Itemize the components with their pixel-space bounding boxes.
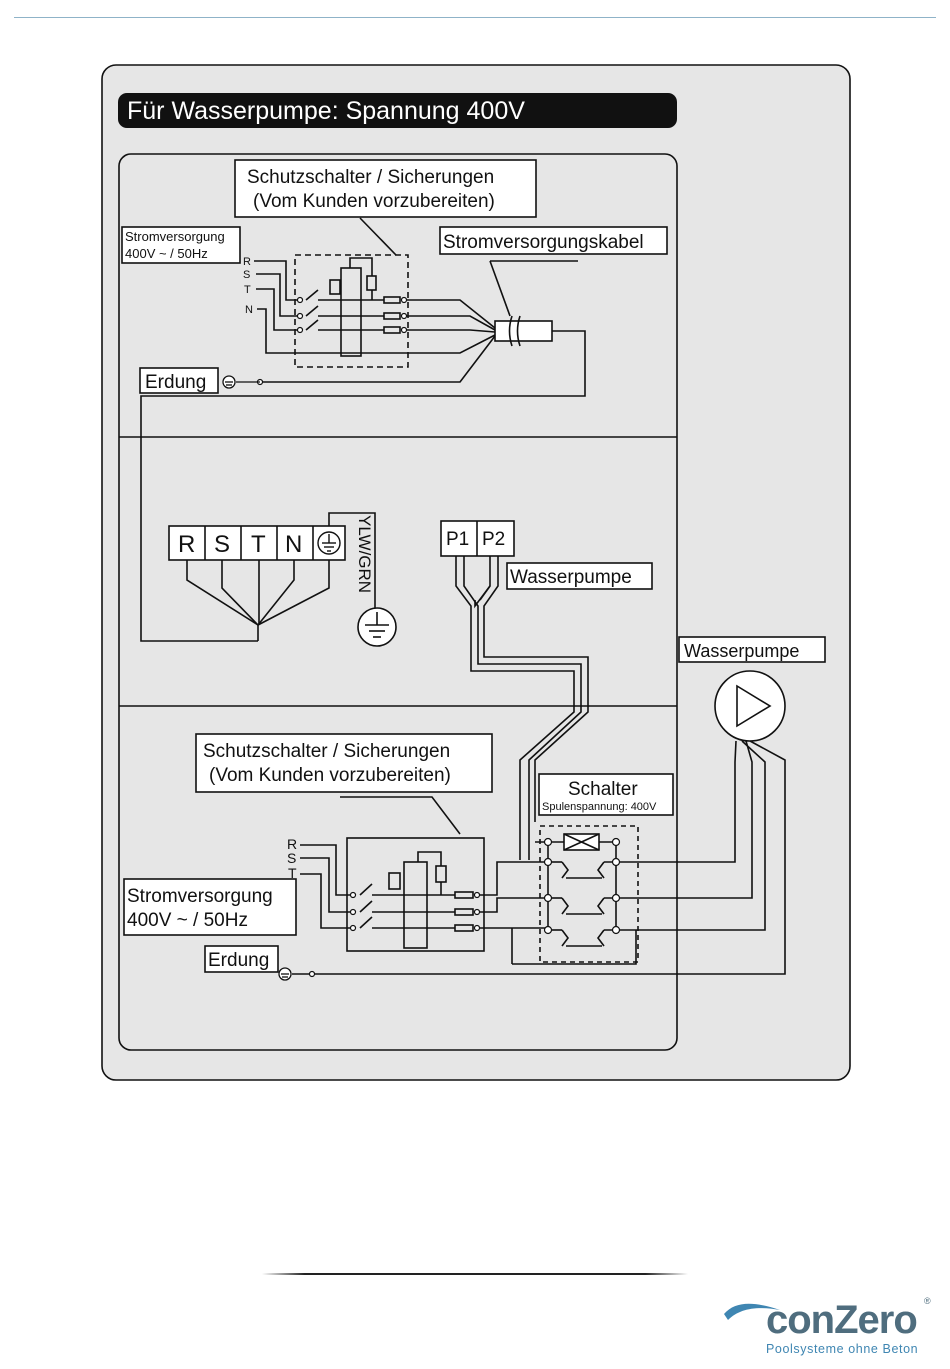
pump-terminal-p1: P1 xyxy=(446,529,469,550)
cable-label-box xyxy=(439,226,668,255)
footer-rule xyxy=(262,1273,688,1275)
terminal-t: T xyxy=(251,531,266,558)
switch-title: Schalter xyxy=(568,779,638,800)
logo-wordmark: conZero xyxy=(766,1298,918,1342)
contactor-box xyxy=(539,825,639,963)
fuse xyxy=(383,296,401,304)
logo-swoosh-icon xyxy=(724,1303,780,1320)
wire-t-2 xyxy=(300,873,353,929)
terminal-r: R xyxy=(178,531,195,558)
phase-r: R xyxy=(243,256,251,268)
earth-wire xyxy=(260,335,496,383)
phase-n: N xyxy=(245,304,253,316)
ground-wire-label: YLW/GRN xyxy=(355,515,374,593)
supply-cable-run xyxy=(140,330,586,642)
breaker-label-line2: (Vom Kunden vorzubereiten) xyxy=(253,191,495,212)
fuse xyxy=(454,891,474,899)
fuse xyxy=(383,326,401,334)
terminal-ground-icon xyxy=(317,531,341,555)
supply-label-2-line1: Stromversorgung xyxy=(127,886,273,907)
breaker-pointer-2 xyxy=(340,796,461,835)
supply-label-box xyxy=(121,226,241,264)
breaker-coil xyxy=(329,279,341,295)
breaker-box xyxy=(294,254,409,368)
terminal-s: S xyxy=(214,531,230,558)
pump-wire-p1 xyxy=(455,556,575,860)
pump-phase-wire xyxy=(640,740,766,931)
phase-t: T xyxy=(244,284,251,296)
wire-r-2 xyxy=(300,844,353,896)
title-bar xyxy=(118,93,677,128)
phase-s: S xyxy=(243,269,250,281)
wire-s xyxy=(256,273,300,317)
cable-pointer xyxy=(489,260,511,317)
contactor-feed xyxy=(477,861,548,896)
terminal-n: N xyxy=(285,531,302,558)
pump-label: Wasserpumpe xyxy=(684,641,799,661)
cable-wire xyxy=(404,299,496,329)
cable-label: Stromversorgungskabel xyxy=(443,232,644,253)
terminal-fan xyxy=(186,560,259,626)
supply-label-line1: Stromversorgung xyxy=(125,229,225,244)
pump-triangle xyxy=(736,684,772,728)
ground-symbol xyxy=(357,607,397,647)
phase-s-2: S xyxy=(287,850,296,866)
breaker-label-2-line1: Schutzschalter / Sicherungen xyxy=(203,741,450,762)
wire-n xyxy=(257,308,496,354)
supply-label-2-line2: 400V ~ / 50Hz xyxy=(127,910,248,931)
phase-t-2: T xyxy=(288,865,297,881)
pump-terminal-label-box xyxy=(506,562,653,590)
supply-label-line2: 400V ~ / 50Hz xyxy=(125,246,208,261)
logo-tagline: Poolsysteme ohne Beton xyxy=(766,1342,919,1356)
switch-subtitle: Spulenspannung: 400V xyxy=(542,801,657,813)
breaker-link xyxy=(349,257,373,276)
phase-r-2: R xyxy=(287,836,297,852)
ground-lead xyxy=(328,512,376,612)
wire-r xyxy=(254,260,300,301)
inner-panel xyxy=(118,153,678,1051)
wire-s-2 xyxy=(300,857,353,913)
logo-registered: ® xyxy=(924,1296,931,1306)
supply-label-box-2 xyxy=(123,878,297,936)
breaker-coil-2 xyxy=(388,872,401,890)
earth-label-box-2 xyxy=(204,945,279,973)
contactor-contacts xyxy=(561,861,605,947)
earth-label-box xyxy=(139,367,219,394)
pump-terminal-p2: P2 xyxy=(482,529,505,550)
wire-t xyxy=(256,288,300,331)
brand-logo: conZero ® Poolsysteme ohne Beton xyxy=(722,1292,936,1362)
header-rule xyxy=(14,17,936,18)
cable-break xyxy=(508,315,521,347)
switch-label-box xyxy=(538,773,674,816)
pump-label-box xyxy=(678,636,826,663)
breaker-core-2 xyxy=(403,861,428,949)
breaker-core xyxy=(340,267,362,357)
fuse xyxy=(383,312,401,320)
earth-label-2: Erdung xyxy=(208,950,269,971)
breaker-pointer xyxy=(359,217,397,256)
breaker-label-2-line2: (Vom Kunden vorzubereiten) xyxy=(209,765,451,786)
page-title: Für Wasserpumpe: Spannung 400V xyxy=(127,97,525,125)
terminal-block xyxy=(168,525,346,561)
pump-earth-wire xyxy=(310,740,786,975)
earth-label: Erdung xyxy=(145,372,206,393)
breaker-label-line1: Schutzschalter / Sicherungen xyxy=(247,167,494,188)
power-cable xyxy=(494,320,553,342)
pump-terminal-label: Wasserpumpe xyxy=(510,567,632,588)
breaker-label-box-2 xyxy=(195,733,493,793)
breaker-label-box xyxy=(234,159,537,218)
